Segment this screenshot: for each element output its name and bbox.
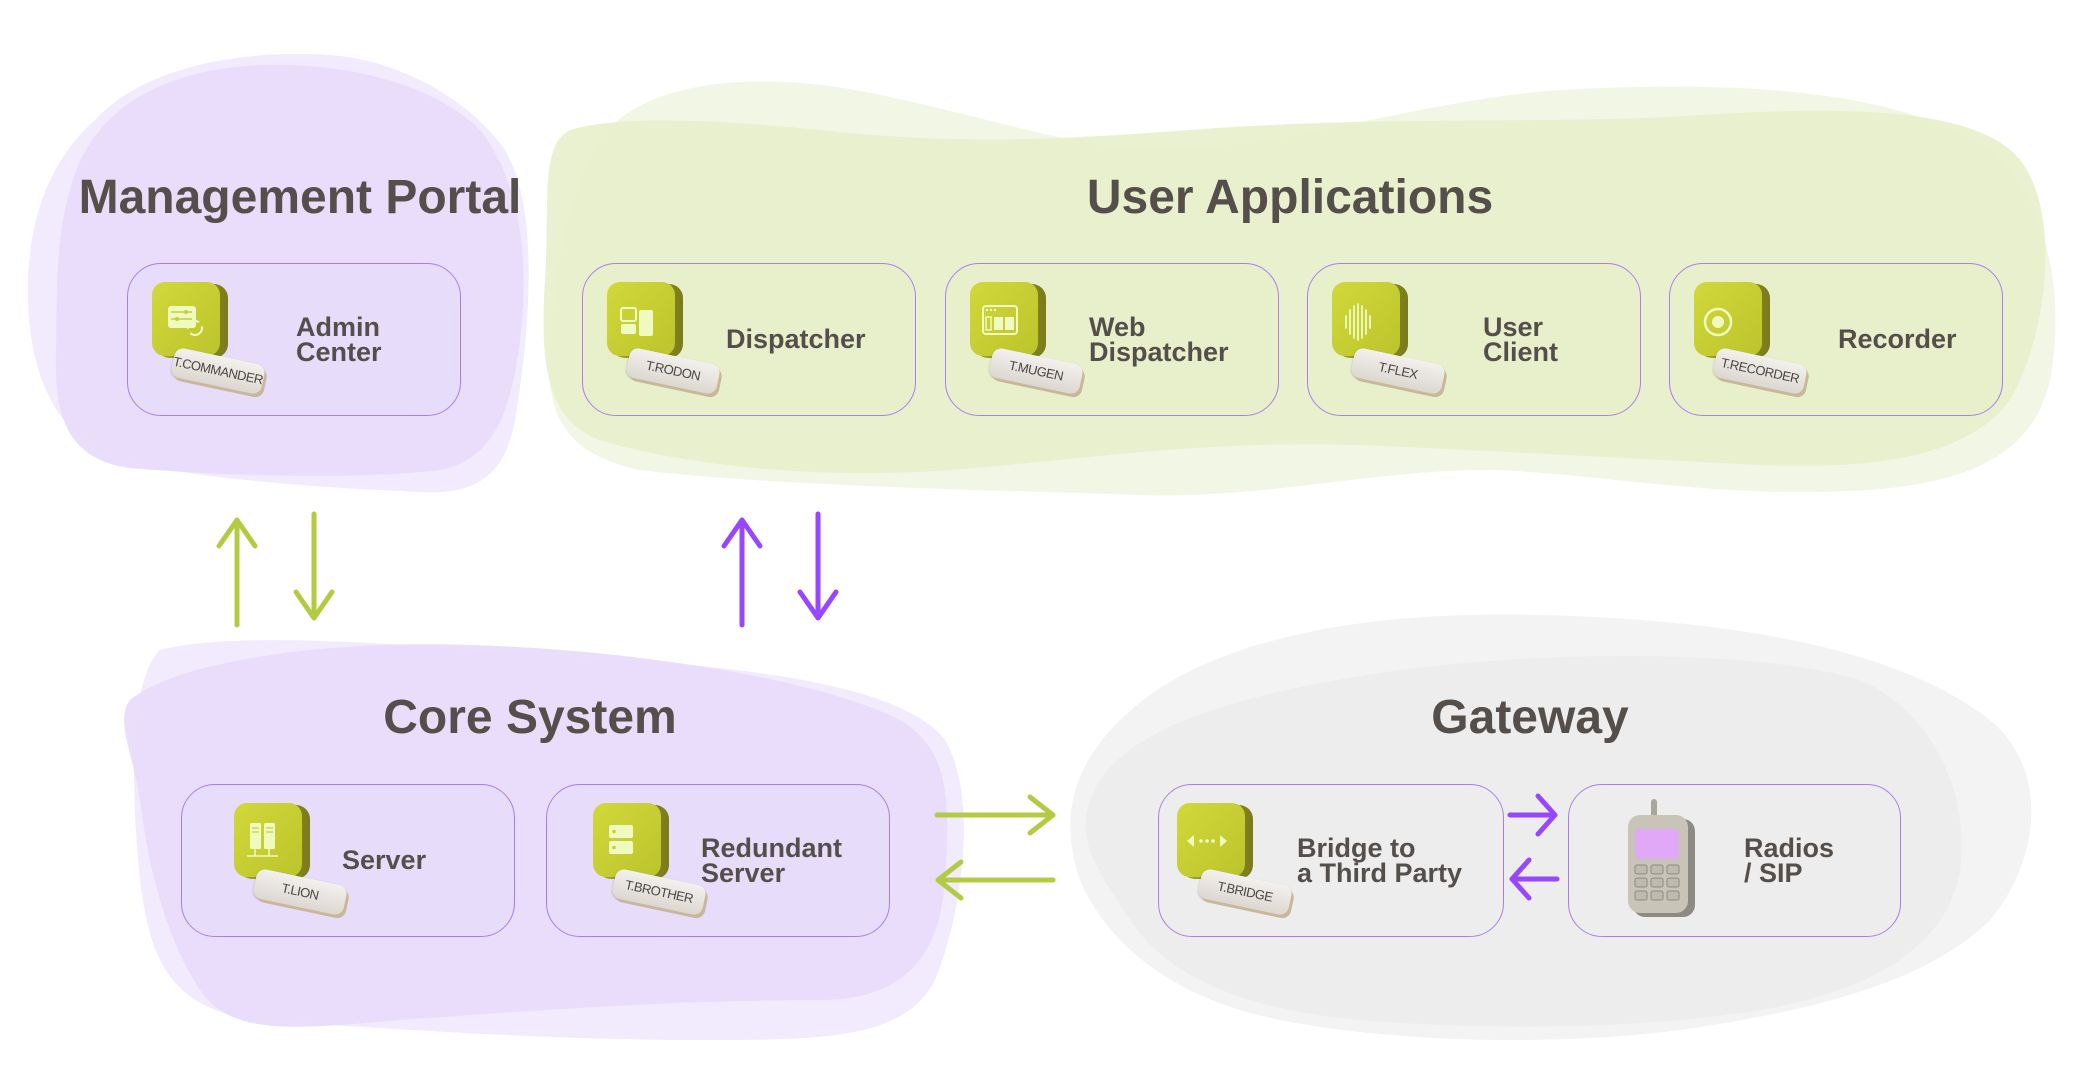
server-rack-icon xyxy=(232,801,312,885)
arrow-right-core-to-gateway xyxy=(934,794,1056,836)
label-line-2: Dispatcher xyxy=(1089,336,1229,367)
arrow-down-management-to-core xyxy=(293,511,335,621)
label-line-1: Web xyxy=(1089,311,1146,342)
management-portal-title: Management Portal xyxy=(78,171,522,224)
label-line-1: Radios xyxy=(1744,832,1835,863)
card-label: Server xyxy=(342,785,426,936)
gateway-title: Gateway xyxy=(1431,691,1629,744)
arrow-right-bridge-to-radios xyxy=(1507,793,1558,837)
card-label: Dispatcher xyxy=(726,264,866,415)
bridge-arrows-icon xyxy=(1175,801,1255,885)
arrow-up-core-to-user-apps xyxy=(721,517,763,628)
admin-settings-sync-icon xyxy=(150,280,230,364)
user-applications-title: User Applications xyxy=(1086,171,1494,224)
server-stack-icon xyxy=(591,801,671,885)
label-line-1: Server xyxy=(342,845,427,875)
arrow-up-core-to-management xyxy=(216,517,258,628)
arrow-left-radios-to-bridge xyxy=(1509,857,1560,901)
dashboard-layout-icon xyxy=(605,280,685,364)
label-line-1: Admin xyxy=(296,311,380,342)
card-recorder[interactable]: T.RECORDER Recorder xyxy=(1669,263,2003,416)
arrow-left-gateway-to-core xyxy=(935,859,1056,901)
label-line-1: Bridge to xyxy=(1297,832,1416,863)
arrow-down-user-apps-to-core xyxy=(797,511,839,621)
label-line-2: Server xyxy=(701,857,786,888)
card-dispatcher[interactable]: T.RODON Dispatcher xyxy=(582,263,916,416)
card-label: Recorder xyxy=(1838,264,1957,415)
record-icon xyxy=(1692,280,1772,364)
label-line-2: / SIP xyxy=(1744,857,1803,888)
label-line-1: Dispatcher xyxy=(726,324,866,354)
label-line-1: Redundant xyxy=(701,832,842,863)
browser-window-icon xyxy=(968,280,1048,364)
card-radios-sip[interactable]: Radios/ SIP xyxy=(1568,784,1901,937)
label-line-1: User xyxy=(1483,311,1544,342)
card-server[interactable]: T.LION Server xyxy=(181,784,515,937)
label-line-2: Center xyxy=(296,336,382,367)
label-line-2: Client xyxy=(1483,336,1559,367)
audio-wave-icon xyxy=(1330,280,1410,364)
card-label: Radios/ SIP xyxy=(1744,785,1834,936)
mobile-radio-phone-icon xyxy=(1625,799,1697,919)
label-line-1: Recorder xyxy=(1838,324,1957,354)
label-line-2: a Third Party xyxy=(1297,857,1463,888)
core-system-title: Core System xyxy=(383,691,677,744)
